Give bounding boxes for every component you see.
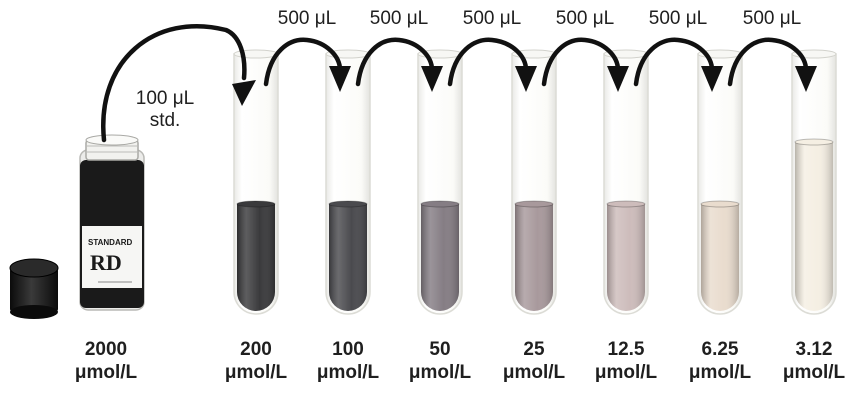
tube-liquid-shading <box>795 142 833 311</box>
tube-liquid-shading <box>607 204 645 311</box>
transfer-volume-label: 500 μL <box>556 8 615 30</box>
tube-liquid-meniscus <box>237 201 275 207</box>
tube-liquid-meniscus <box>329 201 367 207</box>
tube-liquid-meniscus <box>795 139 833 145</box>
tube-concentration-value: 6.25 <box>689 338 751 361</box>
tube-liquid-meniscus <box>701 201 739 207</box>
tube-concentration-value: 100 <box>317 338 379 361</box>
stock-bottle <box>80 135 144 310</box>
test-tube <box>418 50 462 314</box>
transfer-volume-label: 500 μL <box>278 8 337 30</box>
tube-concentration-value: 50 <box>409 338 471 361</box>
tube-concentration-value: 25 <box>503 338 565 361</box>
transfer-volume-label: 500 μL <box>463 8 522 30</box>
first-transfer-volume: 100 μL <box>136 88 195 110</box>
test-tube <box>512 50 556 314</box>
test-tube <box>326 50 370 314</box>
transfer-volume-label: 500 μL <box>743 8 802 30</box>
transfer-arrow <box>636 40 723 92</box>
test-tube <box>792 50 836 314</box>
tube-concentration-unit: μmol/L <box>783 361 845 384</box>
first-transfer-label: 100 μL std. <box>136 88 195 132</box>
stock-concentration-unit: μmol/L <box>75 361 137 384</box>
test-tube <box>604 50 648 314</box>
tube-liquid-shading <box>515 204 553 311</box>
tube-liquid-shading <box>237 204 275 311</box>
tube-concentration-unit: μmol/L <box>503 361 565 384</box>
tube-concentration-unit: μmol/L <box>409 361 471 384</box>
stock-concentration-value: 2000 <box>75 338 137 361</box>
transfer-volume-label: 500 μL <box>370 8 429 30</box>
dilution-tubes <box>234 50 836 314</box>
bottle-label-rd: RD <box>90 250 122 276</box>
tube-liquid-shading <box>701 204 739 311</box>
tube-concentration-value: 200 <box>225 338 287 361</box>
bottle-cap <box>10 259 58 319</box>
tube-concentration-unit: μmol/L <box>317 361 379 384</box>
test-tube <box>698 50 742 314</box>
tube-concentration-unit: μmol/L <box>225 361 287 384</box>
tube-liquid-meniscus <box>421 201 459 207</box>
transfer-arrow <box>450 40 537 92</box>
transfer-volume-label: 500 μL <box>649 8 708 30</box>
tube-liquid-shading <box>329 204 367 311</box>
tube-concentration-value: 3.12 <box>783 338 845 361</box>
bottle-label-standard: STANDARD <box>88 238 132 247</box>
tube-concentration-unit: μmol/L <box>689 361 751 384</box>
tube-concentration-unit: μmol/L <box>595 361 657 384</box>
tube-liquid-shading <box>421 204 459 311</box>
stock-concentration-label: 2000 μmol/L <box>75 338 137 384</box>
tube-liquid-meniscus <box>515 201 553 207</box>
tube-concentration-value: 12.5 <box>595 338 657 361</box>
transfer-arrow <box>730 40 817 92</box>
first-transfer-note: std. <box>136 110 195 132</box>
tube-liquid-meniscus <box>607 201 645 207</box>
